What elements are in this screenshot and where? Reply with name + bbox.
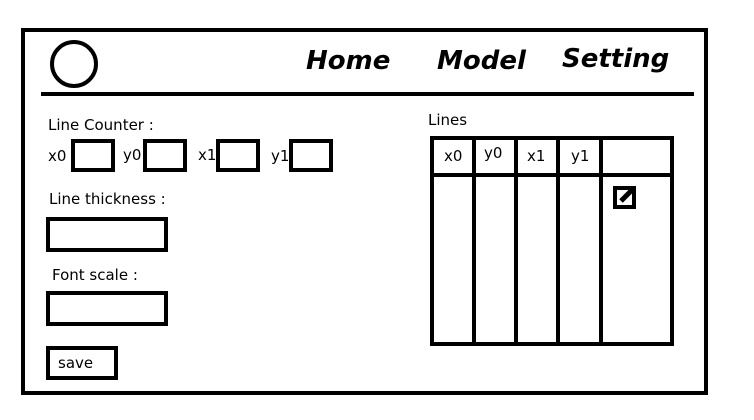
header-divider xyxy=(41,92,694,96)
column-divider xyxy=(556,140,560,342)
column-header-y1: y1 xyxy=(571,147,590,165)
y0-label: y0 xyxy=(123,146,142,164)
edit-icon[interactable] xyxy=(613,185,638,210)
y1-label: y1 xyxy=(271,147,290,165)
column-header-y0: y0 xyxy=(484,144,503,162)
column-divider xyxy=(472,140,476,342)
column-divider xyxy=(514,140,518,342)
lines-title: Lines xyxy=(428,111,468,129)
lines-table: x0 y0 x1 y1 xyxy=(430,136,674,346)
nav-setting[interactable]: Setting xyxy=(562,44,670,74)
column-header-x1: x1 xyxy=(527,147,546,165)
x1-input[interactable] xyxy=(216,139,260,172)
nav-home[interactable]: Home xyxy=(306,46,391,76)
line-counter-label: Line Counter : xyxy=(48,116,154,134)
font-scale-label: Font scale : xyxy=(52,266,138,284)
x0-label: x0 xyxy=(48,147,67,165)
logo-icon[interactable] xyxy=(50,40,98,88)
x1-label: x1 xyxy=(198,146,217,164)
line-thickness-label: Line thickness : xyxy=(49,190,166,208)
font-scale-input[interactable] xyxy=(46,291,168,326)
column-header-x0: x0 xyxy=(444,147,463,165)
y1-input[interactable] xyxy=(289,139,333,172)
nav-model[interactable]: Model xyxy=(437,46,526,76)
column-divider xyxy=(599,140,603,342)
y0-input[interactable] xyxy=(143,139,187,172)
line-thickness-input[interactable] xyxy=(46,217,168,252)
x0-input[interactable] xyxy=(71,139,115,172)
header-row-divider xyxy=(434,173,670,177)
save-button[interactable]: save xyxy=(46,346,118,380)
